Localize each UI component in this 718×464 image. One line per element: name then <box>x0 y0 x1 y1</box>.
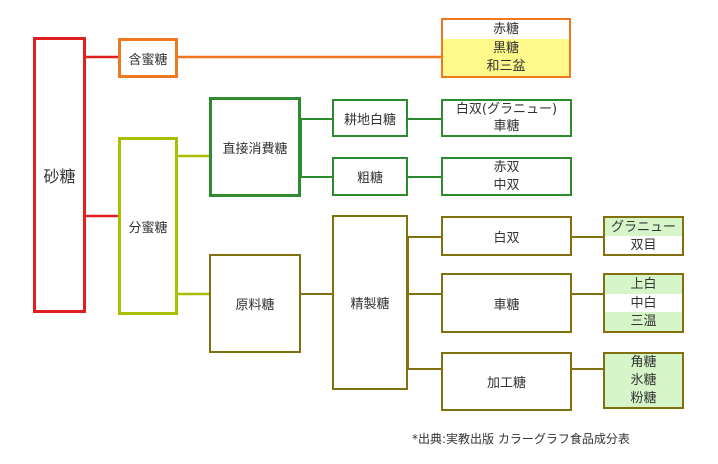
shirozara-item: 双目 <box>605 236 682 254</box>
kochi-item: 白双(グラニュー) <box>455 102 558 117</box>
node-sato: 砂糖 <box>33 37 86 313</box>
kochi-list: 白双(グラニュー) 車糖 <box>441 99 572 137</box>
shirozara-list: グラニュー 双目 <box>603 216 684 256</box>
kuruma-list: 上白 中白 三温 <box>603 273 684 333</box>
node-chokusetsu-label: 直接消費糖 <box>222 141 288 157</box>
node-kuruma: 車糖 <box>441 273 572 333</box>
kuruma-item: 中白 <box>605 293 682 313</box>
kako-list: 角糖 氷糖 粉糖 <box>603 352 684 409</box>
node-shirozara-label: 白双 <box>493 230 520 246</box>
node-seisei: 精製糖 <box>332 215 408 390</box>
node-sotou-label: 粗糖 <box>356 171 383 186</box>
node-sotou: 粗糖 <box>332 157 408 196</box>
sotou-item: 赤双 <box>493 160 520 176</box>
node-ganmitsu-label: 含蜜糖 <box>128 52 168 68</box>
ganmitsu-item: 赤糖 <box>443 20 569 39</box>
ganmitsu-item: 和三盆 <box>443 57 569 77</box>
sotou-item: 中双 <box>493 177 520 193</box>
kako-item: 粉糖 <box>630 390 657 406</box>
kochi-item: 車糖 <box>493 119 520 134</box>
ganmitsu-list: 赤糖 黒糖 和三盆 <box>441 18 571 78</box>
node-kochi-label: 耕地白糖 <box>343 112 396 128</box>
kako-item: 角糖 <box>630 355 657 371</box>
node-kako-label: 加工糖 <box>486 376 526 391</box>
sotou-list: 赤双 中双 <box>441 157 572 196</box>
node-bunmitsu: 分蜜糖 <box>118 137 178 315</box>
kako-item: 氷糖 <box>630 373 657 388</box>
node-kuruma-label: 車糖 <box>493 297 520 313</box>
node-genryo: 原料糖 <box>209 254 301 353</box>
node-sato-label: 砂糖 <box>43 167 76 186</box>
node-seisei-label: 精製糖 <box>350 297 390 312</box>
node-chokusetsu: 直接消費糖 <box>209 97 301 197</box>
node-kochi: 耕地白糖 <box>332 99 408 137</box>
kuruma-item: 三温 <box>605 312 682 332</box>
source-note: *出典:実教出版 カラーグラフ食品成分表 <box>412 432 630 446</box>
node-shirozara: 白双 <box>441 216 572 256</box>
kuruma-item: 上白 <box>605 275 682 294</box>
shirozara-item: グラニュー <box>605 218 682 236</box>
node-kako: 加工糖 <box>441 352 572 411</box>
node-genryo-label: 原料糖 <box>235 298 275 313</box>
node-bunmitsu-label: 分蜜糖 <box>128 220 168 236</box>
node-ganmitsu: 含蜜糖 <box>118 38 178 78</box>
ganmitsu-item: 黒糖 <box>443 38 569 58</box>
